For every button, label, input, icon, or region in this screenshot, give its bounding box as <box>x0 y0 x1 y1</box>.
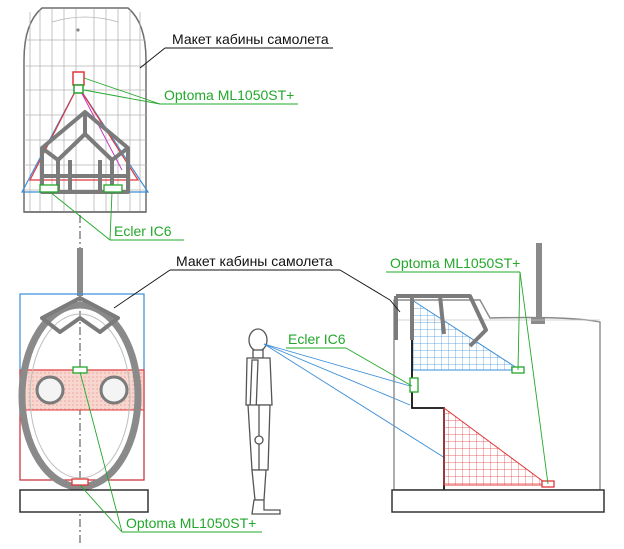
top-projector-red <box>72 71 85 86</box>
side-canopy <box>394 294 488 348</box>
label-projector-top: Optoma ML1050ST+ <box>164 87 294 103</box>
front-roof-frame <box>40 296 120 334</box>
side-callouts: Optoma ML1050ST+ Ecler IC6 <box>286 255 549 485</box>
front-window-right <box>99 375 129 405</box>
human-figure <box>245 328 281 515</box>
label-cockpit-mockup-front: Макет кабины самолета <box>176 253 333 269</box>
label-player-top: Ecler IC6 <box>114 223 172 239</box>
front-callouts: Макет кабины самолета Optoma ML1050ST+ <box>79 253 340 533</box>
side-ecler-panel <box>409 377 419 393</box>
sightlines <box>263 343 446 459</box>
front-window-left <box>35 375 65 405</box>
side-projection-blue <box>411 299 522 371</box>
label-player-side: Ecler IC6 <box>288 331 346 347</box>
label-projector-front: Optoma ML1050ST+ <box>126 515 256 531</box>
top-projector-green <box>73 84 84 94</box>
side-fuselage-outline <box>393 299 601 491</box>
top-ecler-right <box>103 184 123 193</box>
top-ecler-left <box>39 184 59 193</box>
side-projection-red <box>443 407 550 486</box>
front-view <box>18 215 149 545</box>
label-projector-side: Optoma ML1050ST+ <box>390 255 520 271</box>
label-cockpit-mockup-top: Макет кабины самолета <box>172 31 329 47</box>
front-projector-lower <box>71 478 89 486</box>
top-nose-curve <box>51 16 119 23</box>
side-base <box>391 489 605 513</box>
front-base <box>19 489 149 513</box>
front-fuselage-outer <box>18 301 142 491</box>
side-antenna-base <box>531 318 545 324</box>
front-fuselage-inner <box>29 313 131 479</box>
top-view <box>21 7 150 213</box>
top-marker <box>76 28 80 32</box>
side-view <box>391 243 605 513</box>
top-callouts: Макет кабины самолета Optoma ML1050ST+ E… <box>49 31 333 241</box>
front-antenna <box>77 248 83 296</box>
top-cabin-outline <box>23 7 147 213</box>
side-antenna <box>536 243 542 321</box>
